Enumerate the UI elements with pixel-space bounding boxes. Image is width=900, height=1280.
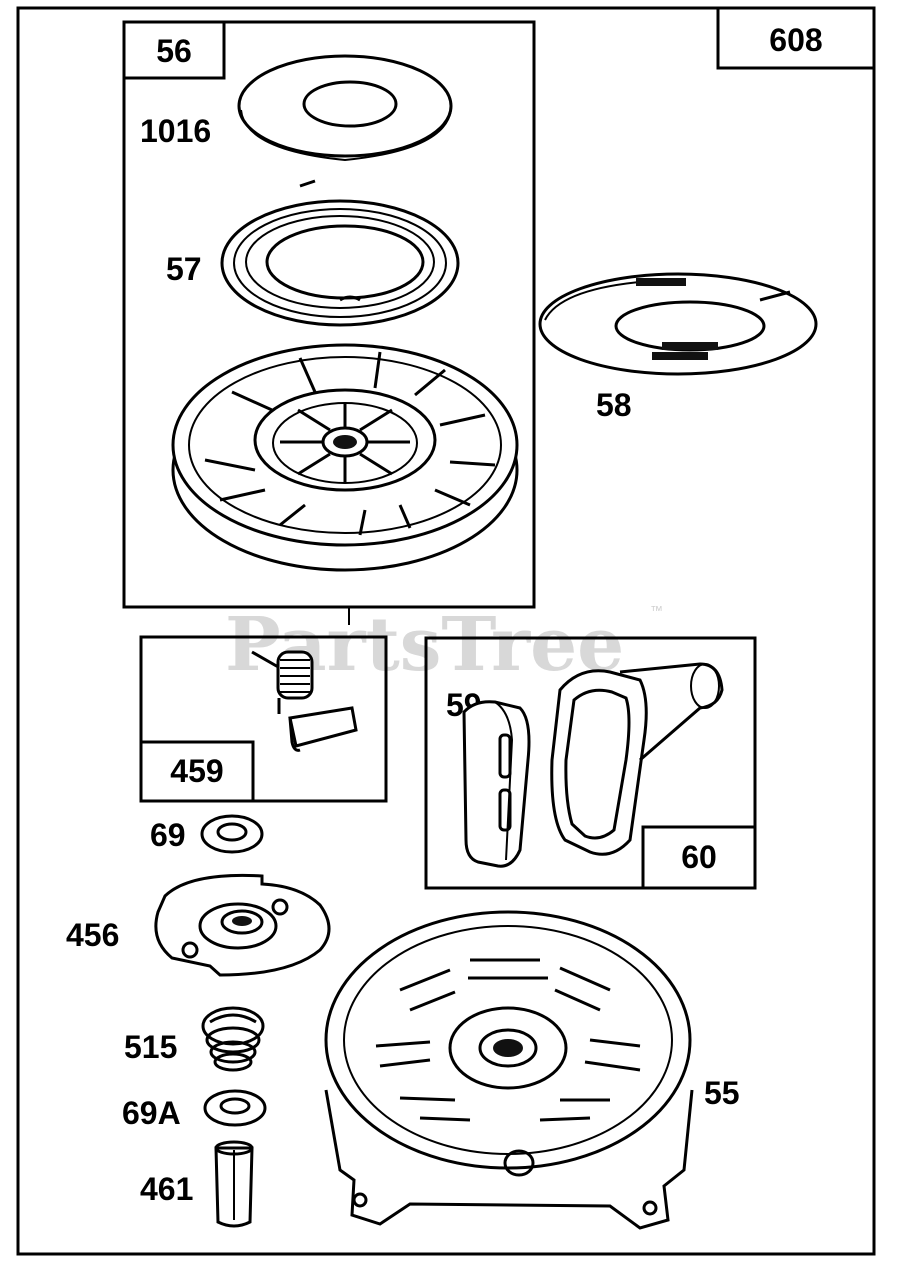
part-label-459: 459	[170, 753, 223, 789]
part-459-pawl	[288, 706, 358, 752]
assembly-box-56	[122, 20, 536, 609]
part-label-456: 456	[66, 917, 119, 953]
part-456-retainer	[154, 873, 331, 977]
part-461-pin	[214, 1140, 254, 1228]
part-label-1016: 1016	[140, 113, 211, 149]
page-number-box	[716, 6, 876, 70]
part-label-515: 515	[124, 1029, 177, 1065]
part-label-56: 56	[156, 33, 192, 69]
part-57-spring	[220, 179, 460, 327]
part-1016-washer	[237, 54, 453, 162]
part-58-spring	[538, 272, 818, 376]
page-number: 608	[769, 22, 822, 58]
part-59-handle-insert	[462, 700, 531, 868]
label-box-459	[139, 740, 255, 803]
part-55-housing	[324, 910, 694, 1230]
assembly-box-60	[424, 636, 757, 890]
assembly-box-459	[139, 635, 388, 803]
part-label-60: 60	[681, 839, 717, 875]
part-label-69: 69	[150, 817, 186, 853]
part-69A-washer	[203, 1089, 267, 1127]
part-69-washer	[200, 814, 264, 854]
watermark-trademark: ™	[650, 603, 663, 618]
label-box-60	[641, 825, 757, 890]
part-label-69A: 69A	[122, 1095, 181, 1131]
part-label-55: 55	[704, 1075, 740, 1111]
part-515-spring	[201, 1006, 265, 1072]
outer-frame	[16, 6, 876, 1256]
part-label-58: 58	[596, 387, 632, 423]
part-label-461: 461	[140, 1171, 193, 1207]
part-label-57: 57	[166, 251, 202, 287]
part-459-spring	[251, 650, 314, 714]
part-pulley	[171, 343, 519, 572]
part-60-starter-handle	[550, 662, 724, 856]
label-box-56	[122, 20, 226, 80]
